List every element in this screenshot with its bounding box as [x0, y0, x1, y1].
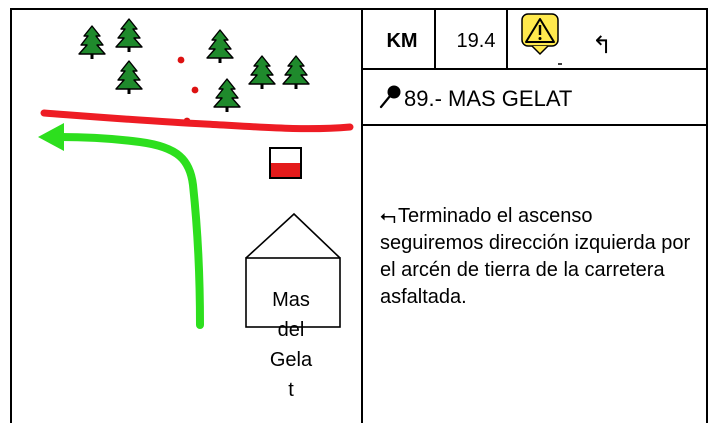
km-label: KM: [386, 30, 418, 52]
tree-icon: [206, 29, 234, 64]
tree-icon: [78, 25, 106, 60]
forest: [78, 18, 310, 113]
pin-icon: [379, 85, 401, 109]
warning-icon: [521, 13, 562, 65]
trail-dots: [177, 56, 199, 125]
tree-icon: [248, 55, 276, 90]
waypoint-title: 89.- MAS GELAT: [404, 86, 573, 111]
roadbook-table: [10, 8, 708, 423]
turn-left-icon: ↰: [592, 32, 613, 59]
waypoint-title-row: 89.- MAS GELAT: [378, 84, 572, 112]
km-divider: [434, 8, 436, 68]
tree-icon: [115, 60, 143, 95]
frame-right-border: [706, 8, 708, 423]
frame-top-border: [10, 8, 708, 10]
route-arrow: [38, 123, 204, 329]
route-description: ⮢Terminado el ascenso seguiremos direcci…: [380, 203, 700, 311]
house-label-line: del: [277, 319, 305, 341]
house-icon: [245, 212, 341, 328]
turn-left-arrow-icon: ⮢: [380, 205, 396, 227]
house-label-line: t: [288, 379, 294, 401]
tree-icon: [282, 55, 310, 90]
sign-icon: [269, 147, 302, 179]
row-divider-2: [361, 124, 708, 126]
house-label-line: Mas: [272, 289, 310, 311]
description-text: Terminado el ascenso seguiremos direcció…: [380, 205, 691, 308]
row-divider-1: [361, 68, 708, 70]
house-label-line: Gela: [269, 349, 313, 371]
tree-icon: [115, 18, 143, 53]
house-label: Mas del Gela t: [262, 285, 320, 405]
tree-icon: [213, 78, 241, 113]
value-divider: [506, 8, 508, 68]
paved-road: [40, 109, 354, 133]
km-value: 19.4: [456, 30, 496, 52]
column-divider: [361, 8, 363, 423]
frame-left-border: [10, 8, 12, 423]
